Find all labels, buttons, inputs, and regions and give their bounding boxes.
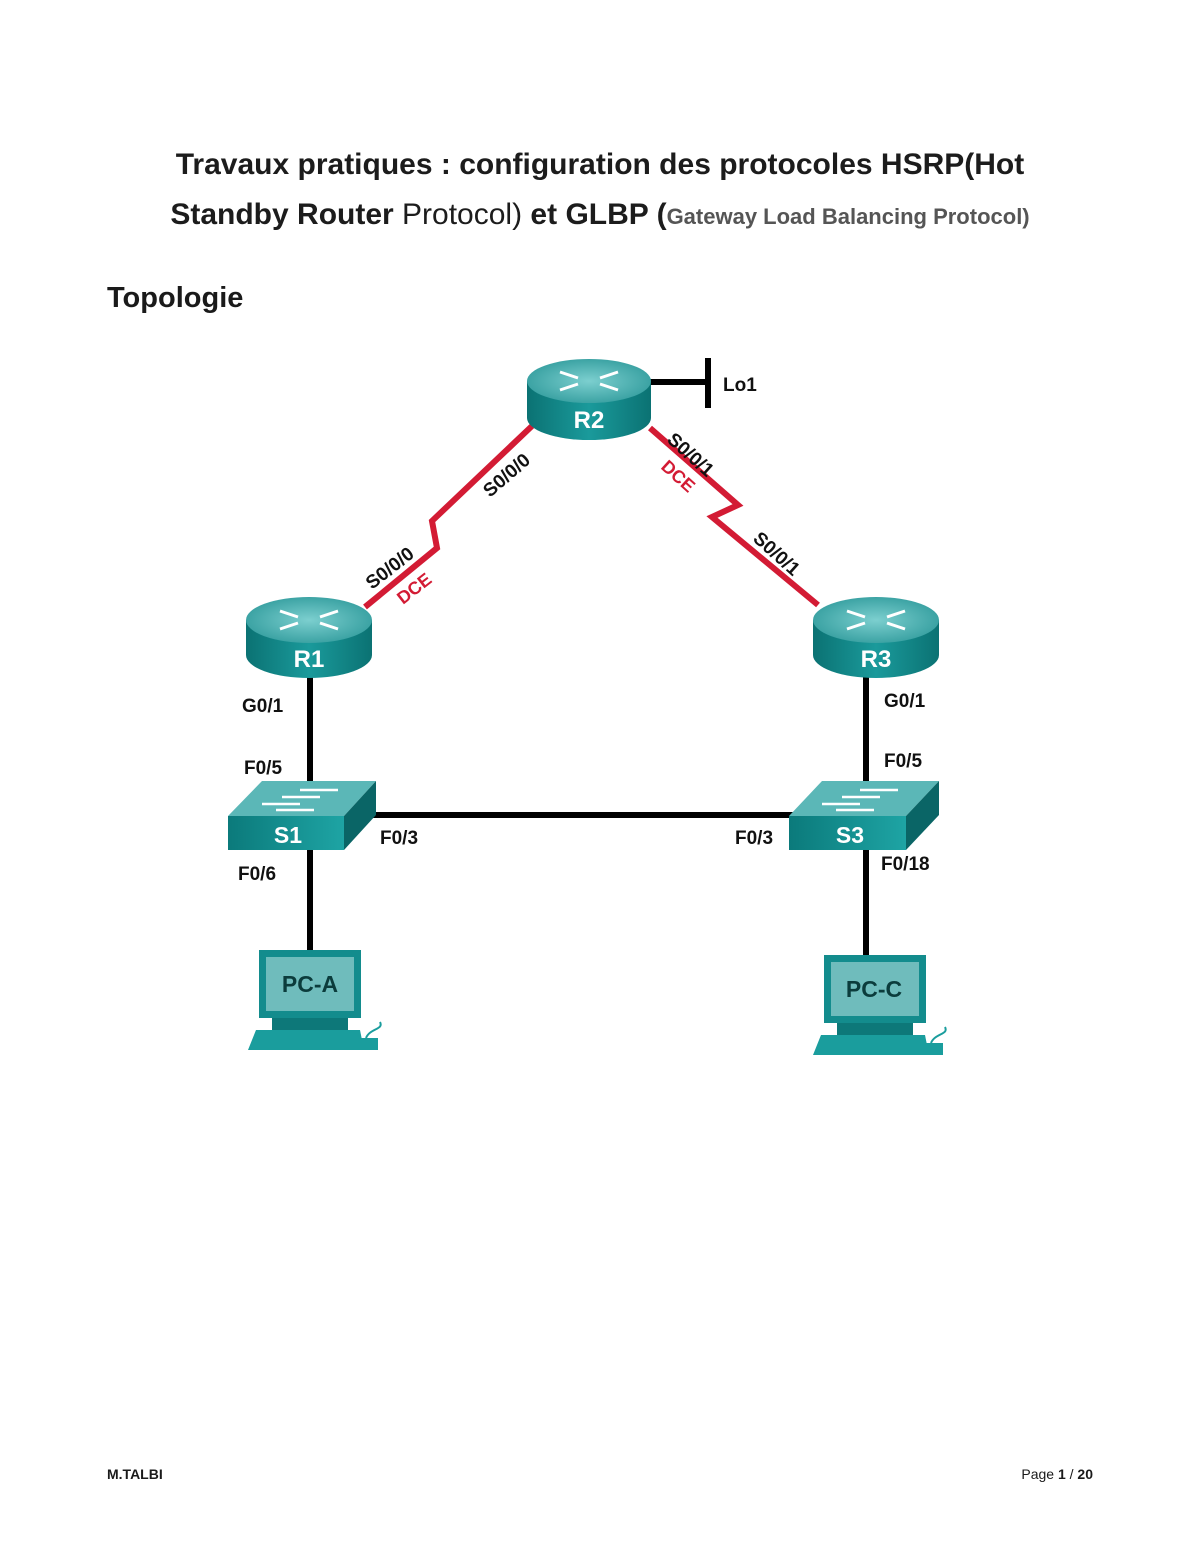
port-s3-f05: F0/5	[884, 751, 922, 772]
router-arrows-icon	[559, 370, 619, 392]
router-arrows-icon	[279, 609, 339, 631]
pc-c: PC-C	[813, 955, 947, 1055]
footer-page-number: Page 1 / 20	[1021, 1466, 1093, 1482]
document-title: Travaux pratiques : configuration des pr…	[100, 140, 1100, 242]
port-s3-f018: F0/18	[881, 854, 930, 875]
router-arrows-icon	[846, 609, 906, 631]
port-r3-g01: G0/1	[884, 691, 926, 712]
title-line-2: Standby Router Protocol) et GLBP (Gatewa…	[100, 190, 1100, 242]
switch-s1-label: S1	[274, 822, 302, 848]
port-s3-f03: F0/3	[735, 828, 773, 849]
title-line-1: Travaux pratiques : configuration des pr…	[175, 148, 1025, 181]
router-r3-label: R3	[861, 646, 892, 673]
switch-s3-label: S3	[836, 822, 864, 848]
loopback-label: Lo1	[723, 375, 757, 396]
page-prefix: Page	[1021, 1466, 1058, 1482]
switch-s3: S3	[789, 781, 939, 850]
pc-a: PC-A	[248, 950, 382, 1050]
router-r3: R3	[813, 597, 939, 678]
switch-s1: S1	[228, 781, 376, 850]
page-separator: /	[1065, 1466, 1078, 1482]
port-r1-g01: G0/1	[242, 696, 284, 717]
port-r2-s000: S0/0/0	[480, 450, 535, 502]
router-r1: R1	[246, 597, 372, 678]
port-s1-f05: F0/5	[244, 758, 282, 779]
title-bold-a: Standby Router	[170, 198, 394, 231]
port-s1-f03: F0/3	[380, 828, 418, 849]
serial-link-r1-r2	[363, 423, 535, 610]
section-heading: Topologie	[107, 282, 244, 314]
footer-author: M.TALBI	[107, 1466, 163, 1482]
port-s1-f06: F0/6	[238, 864, 276, 885]
topology-diagram: R2 R1 R3 S1	[228, 358, 947, 1055]
router-r2-label: R2	[574, 407, 605, 434]
pc-a-label: PC-A	[282, 971, 338, 997]
title-small: Gateway Load Balancing Protocol)	[666, 204, 1030, 229]
switch-arrows-icon	[262, 788, 338, 812]
pc-c-label: PC-C	[846, 976, 902, 1002]
title-bold-b: et GLBP (	[522, 198, 667, 231]
serial-link-r2-r3	[648, 425, 820, 608]
switch-arrows-icon	[822, 788, 898, 812]
router-r2: R2	[527, 359, 651, 440]
title-normal: Protocol)	[393, 198, 523, 231]
page-current: 1	[1057, 1466, 1066, 1482]
page-total: 20	[1077, 1466, 1093, 1482]
router-r1-label: R1	[294, 646, 325, 673]
